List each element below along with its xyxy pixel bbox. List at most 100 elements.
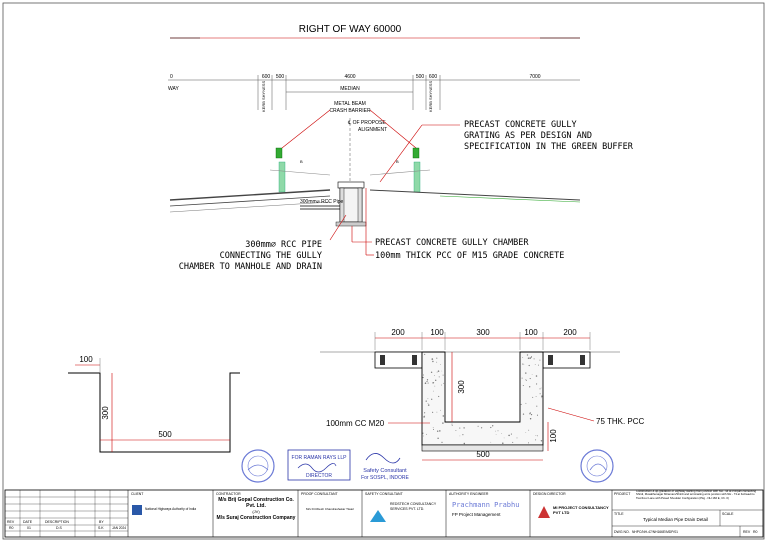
authority-header: AUTHORITY ENGINEER <box>449 492 489 496</box>
hatch-dot <box>527 354 529 356</box>
cc-m20-label: 100mm CC M20 <box>326 419 385 428</box>
hatch-dot <box>432 390 434 392</box>
crash-barrier-label: CRASH BARRIER <box>329 108 371 114</box>
hatch-dot <box>440 364 441 365</box>
hatch-dot <box>425 400 427 402</box>
pipe-note-line-3: CHAMBER TO MANHOLE AND DRAIN <box>179 262 322 272</box>
dwg-number: NHPC/NH-47/NH166E/MDP/01 <box>632 530 678 534</box>
pipe-note-line-1: 300mm⌀ RCC PIPE <box>245 240 322 250</box>
hatch-dot <box>540 440 543 442</box>
raman-rays-stamp: FOR RAMAN RAYS LLP DIRECTOR <box>287 449 351 481</box>
hatch-dot <box>480 427 483 429</box>
pipe-note-line-2: CONNECTING THE GULLY <box>220 251 322 261</box>
hatch-dot <box>441 384 443 386</box>
rev-col-date: DATE <box>23 520 33 524</box>
hatch-dot <box>529 413 531 415</box>
left-dim-500: 500 <box>158 430 172 439</box>
hatch-dot <box>432 427 434 428</box>
hatch-dot <box>441 441 443 443</box>
nhai-logo <box>132 505 142 515</box>
project-header: PROJECT <box>614 492 631 496</box>
scale-header: SCALE <box>722 512 734 516</box>
contractor-2: M/s Suraj Construction Company <box>216 515 296 521</box>
hatch-dot <box>533 358 535 360</box>
detail-shoulder-right <box>542 351 591 369</box>
hatch-dot <box>525 372 527 374</box>
way-label: WAY <box>168 86 179 92</box>
hatch-dot <box>436 361 438 363</box>
dim-4600: 4600 <box>344 74 355 80</box>
hatch-dot <box>423 416 425 418</box>
detail-dim-100-right: 100 <box>524 328 538 337</box>
hatch-dot <box>495 433 497 435</box>
hatch-dot <box>436 411 438 413</box>
client-header: CLIENT <box>131 492 144 496</box>
hatch-dot <box>422 432 424 434</box>
hatch-dot <box>434 385 436 387</box>
hatch-dot <box>502 442 504 444</box>
hatch-dot <box>535 375 538 377</box>
hatch-dot <box>427 382 429 384</box>
svg-text:DIRECTOR: DIRECTOR <box>306 473 332 479</box>
hatch-dot <box>432 428 435 430</box>
design-name-box: MI PROJECT CONSULTANCY PVT LTD <box>553 505 609 515</box>
dim-500-right: 500 <box>416 74 425 80</box>
detail-dim-300: 300 <box>476 328 490 337</box>
hatch-dot <box>527 357 530 359</box>
hatch-dot <box>537 364 539 366</box>
median-label: MEDIAN <box>340 86 360 92</box>
metal-beam-label: METAL BEAM <box>334 101 366 107</box>
hatch-dot <box>541 395 543 397</box>
hatch-dot <box>426 380 428 383</box>
hatch-dot <box>443 382 445 384</box>
rev-row-desc: D.S <box>56 526 63 530</box>
hatch-dot <box>528 364 530 367</box>
dim-600-right: 600 <box>429 74 438 80</box>
hatch-dot <box>535 396 537 397</box>
detail-dim-300-vertical: 300 <box>457 380 466 394</box>
gully-note-line-2: GRATING AS PER DESIGN AND <box>464 131 592 141</box>
hatch-dot <box>529 357 531 359</box>
detail-dim-100-vertical: 100 <box>549 429 558 443</box>
hatch-dot <box>529 386 531 388</box>
proof-header: PROOF CONSULTANT <box>301 492 338 496</box>
hatch-dot <box>535 439 537 441</box>
gully-note-line-3: SPECIFICATION IN THE GREEN BUFFER <box>464 142 634 152</box>
client-name: National Highways Authority of India <box>145 507 196 511</box>
hatch-dot <box>434 375 435 376</box>
hatch-dot <box>430 371 433 373</box>
hatch-dot <box>522 363 524 365</box>
left-drain-section <box>68 358 240 453</box>
hatch-dot <box>539 393 541 395</box>
hatch-dot <box>451 423 453 425</box>
hatch-dot <box>539 388 541 390</box>
hatch-dot <box>508 434 510 437</box>
concrete-hatch <box>422 353 543 445</box>
hatch-dot <box>439 430 441 432</box>
rev-col-by: BY <box>99 520 104 524</box>
left-dim-300: 300 <box>101 406 110 420</box>
hatch-dot <box>523 363 525 365</box>
hatch-dot <box>442 422 444 424</box>
hatch-dot <box>427 404 430 406</box>
hatch-dot <box>432 360 434 363</box>
hatch-dot <box>522 384 524 387</box>
safety-name-box: REDSTECH CONSULTANCY SERVICES PVT. LTD. <box>390 502 436 511</box>
hatch-dot <box>436 371 438 373</box>
kerb-shyness-right: KERB SHYNESS <box>428 81 433 112</box>
hatch-dot <box>427 403 429 404</box>
detail-dim-200-left: 200 <box>391 328 405 337</box>
hatch-dot <box>422 376 424 379</box>
hatch-dot <box>490 426 492 429</box>
detail-dim-500: 500 <box>476 450 490 459</box>
hatch-dot <box>536 435 538 437</box>
chamber-note: PRECAST CONCRETE GULLY CHAMBER <box>375 238 529 248</box>
hatch-dot <box>503 437 505 439</box>
dwg-header: DWG NO. <box>614 530 630 534</box>
nhai-seal <box>241 449 275 483</box>
hatch-dot <box>426 379 429 381</box>
hatch-dot <box>424 412 426 414</box>
rev-header: REV <box>743 530 751 534</box>
dim-7000: 7000 <box>529 74 540 80</box>
